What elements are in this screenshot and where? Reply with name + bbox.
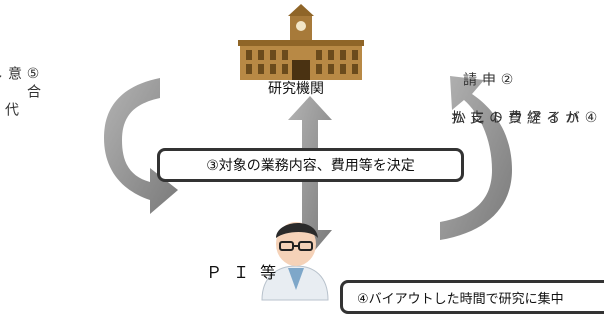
step5-text-cont: 代 行 の 実 施 — [3, 102, 19, 118]
focus-box: ④バイアウトした時間で研究に集中 — [340, 280, 604, 314]
institution-label: 研究機関 — [268, 81, 324, 97]
step5-text: ⑤合 意 し た 業 務 に つ き 、 業 務 — [0, 66, 41, 100]
step2-text: ② 申 請 — [461, 72, 515, 90]
decision-box: ③対象の業務内容、費用等を決定 — [157, 148, 464, 182]
university-building-icon — [238, 4, 364, 80]
pi-label: Ｐ Ｉ 等 — [206, 263, 280, 282]
step4-text-col1: ④ バ イ ア ウ ト に か — [450, 110, 599, 128]
decision-text: ③対象の業務内容、費用等を決定 — [206, 158, 415, 174]
left-curved-arrow — [104, 78, 178, 214]
right-curved-arrow — [440, 76, 512, 240]
focus-text: ④バイアウトした時間で研究に集中 — [357, 291, 564, 307]
step4-text-col2: か る 経 費 の 支 払 — [449, 110, 579, 126]
researcher-person-icon — [261, 222, 329, 301]
